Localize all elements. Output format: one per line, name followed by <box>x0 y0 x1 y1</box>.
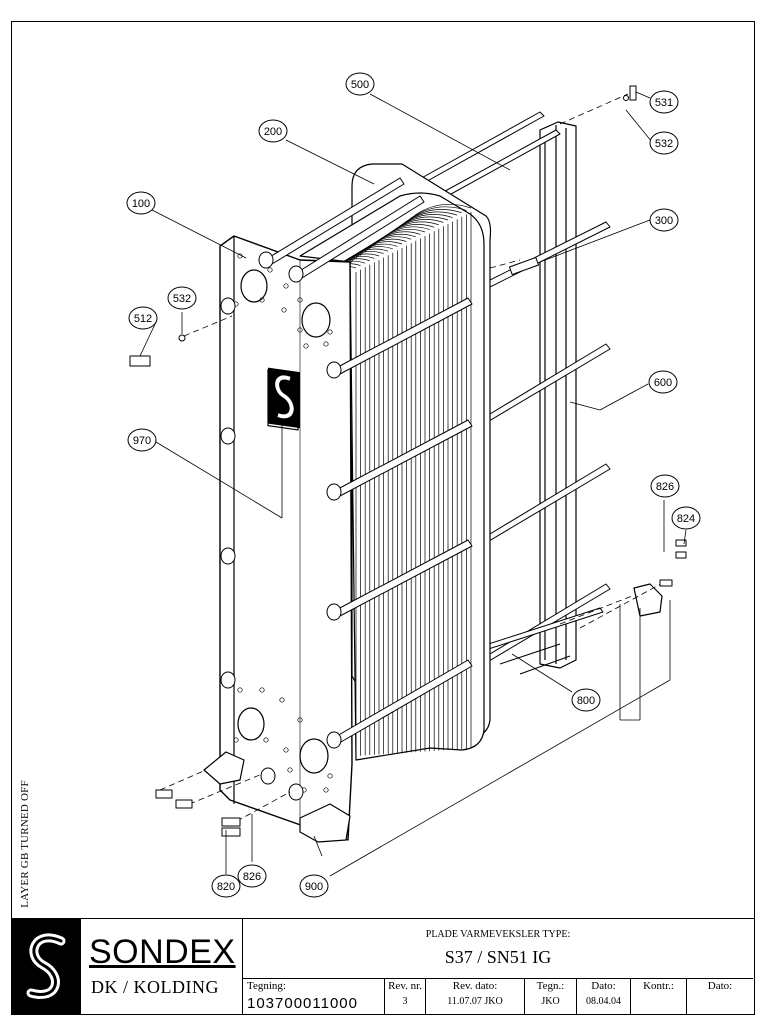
callout-200: 200 <box>258 119 288 143</box>
drawn-by-label: Tegn.: <box>536 980 565 992</box>
date-label: Dato: <box>591 980 616 992</box>
svg-text:531: 531 <box>655 97 673 109</box>
callout-531: 531 <box>649 90 679 114</box>
date-value: 08.04.04 <box>586 996 621 1007</box>
tie-bolts <box>220 177 473 801</box>
callout-532-left: 532 <box>167 286 197 310</box>
callout-800: 800 <box>571 688 601 712</box>
rev-date-label: Rev. dato: <box>452 980 498 992</box>
rev-date-cell: Rev. dato: 11.07.07 JKO <box>425 979 524 1015</box>
drawn-by-cell: Tegn.: JKO <box>524 979 576 1015</box>
type-value: S37 / SN51 IG <box>444 947 552 967</box>
revision-row: Tegning: 103700011000 Rev. nr. 3 Rev. da… <box>243 978 753 1015</box>
callout-824: 824 <box>671 506 701 530</box>
svg-text:826: 826 <box>656 481 674 493</box>
callouts: 500 531 532 200 300 100 532 512 600 970 … <box>126 72 701 898</box>
svg-text:512: 512 <box>134 313 152 325</box>
tie-rods <box>399 111 611 675</box>
assembly-dash-lines <box>159 93 669 827</box>
callout-600: 600 <box>648 370 678 394</box>
checked-by-label: Kontr.: <box>643 980 674 992</box>
callout-820: 820 <box>211 874 241 898</box>
callout-500: 500 <box>345 72 375 96</box>
support-column <box>539 121 577 669</box>
svg-text:824: 824 <box>677 513 695 525</box>
date-cell: Dato: 08.04.04 <box>576 979 630 1015</box>
svg-text:532: 532 <box>655 138 673 150</box>
check-date-label: Dato: <box>707 980 733 992</box>
check-date-cell: Dato: <box>686 979 753 1015</box>
checked-by-cell: Kontr.: <box>630 979 686 1015</box>
info-cell: PLADE VARMEVEKSLER TYPE: S37 / SN51 IG T… <box>243 919 753 1015</box>
layer-note: LAYER GB TURNED OFF <box>19 780 31 908</box>
svg-text:300: 300 <box>655 215 673 227</box>
callout-900: 900 <box>299 874 329 898</box>
loose-hardware <box>129 85 687 837</box>
rev-number-value: 3 <box>402 996 408 1007</box>
brand-name: SONDEX <box>89 933 236 971</box>
svg-text:532: 532 <box>173 293 191 305</box>
svg-text:200: 200 <box>264 126 282 138</box>
sondex-logo-icon <box>11 919 81 1014</box>
callout-532-top: 532 <box>649 131 679 155</box>
callout-970: 970 <box>127 428 157 452</box>
drawing-number-label: Tegning: <box>247 980 286 992</box>
frame-plate <box>219 235 353 841</box>
svg-text:600: 600 <box>654 377 672 389</box>
drawing-number-cell: Tegning: 103700011000 <box>243 979 384 1015</box>
type-label: PLADE VARMEVEKSLER TYPE: <box>425 929 571 940</box>
leader-lines <box>139 91 687 877</box>
rev-number-cell: Rev. nr. 3 <box>384 979 425 1015</box>
drawing-frame <box>11 21 755 1015</box>
svg-text:826: 826 <box>243 871 261 883</box>
svg-text:500: 500 <box>351 79 369 91</box>
svg-text:900: 900 <box>305 881 323 893</box>
brand-location: DK / KOLDING <box>91 977 219 997</box>
rev-number-label: Rev. nr. <box>388 980 422 992</box>
plate-pack <box>299 192 485 761</box>
svg-text:100: 100 <box>132 198 150 210</box>
plate-feet <box>203 583 663 843</box>
svg-text:970: 970 <box>133 435 151 447</box>
svg-text:820: 820 <box>217 881 235 893</box>
svg-text:800: 800 <box>577 695 595 707</box>
callout-826-left: 826 <box>237 864 267 888</box>
title-block: SONDEX DK / KOLDING PLADE VARMEVEKSLER T… <box>11 918 755 1015</box>
callout-100: 100 <box>126 191 156 215</box>
drawing-number-value: 103700011000 <box>247 995 358 1012</box>
callout-300: 300 <box>649 208 679 232</box>
sondex-logo-mark-small <box>268 367 300 429</box>
callout-826-right: 826 <box>650 474 680 498</box>
callout-512: 512 <box>128 306 158 330</box>
rev-date-value: 11.07.07 JKO <box>447 996 503 1007</box>
drawn-by-value: JKO <box>541 996 560 1007</box>
logo-cell: SONDEX DK / KOLDING <box>11 919 243 1014</box>
